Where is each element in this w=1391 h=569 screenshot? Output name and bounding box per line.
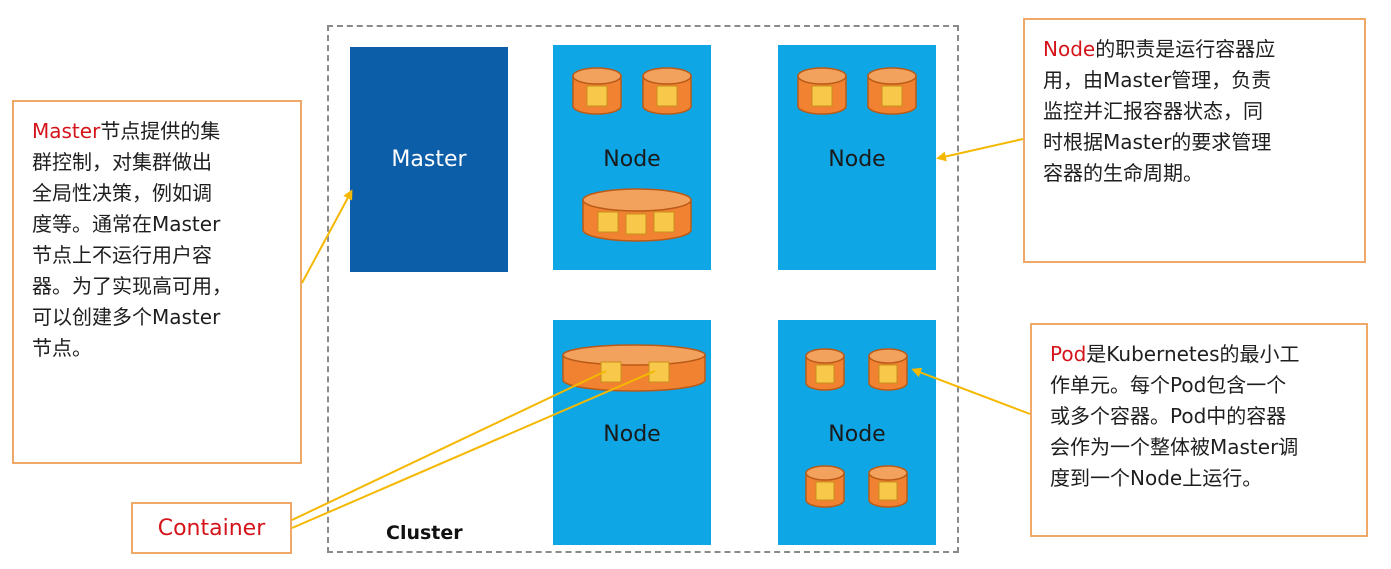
container-icon xyxy=(815,481,835,501)
pod-callout-text: 是Kubernetes的最小工 作单元。每个Pod包含一个 或多个容器。Pod中… xyxy=(1050,342,1300,490)
pod-icon xyxy=(805,465,845,508)
pod-icon xyxy=(805,348,845,391)
master-callout-highlight: Master xyxy=(32,119,101,143)
pod-icon xyxy=(582,188,692,242)
container-icon xyxy=(881,85,903,107)
pod-icon xyxy=(868,465,908,508)
node-callout-highlight: Node xyxy=(1043,37,1096,61)
pod-icon xyxy=(868,348,908,391)
container-callout: Container xyxy=(131,502,292,554)
container-icon xyxy=(811,85,833,107)
container-icon xyxy=(653,211,675,233)
pod-icon xyxy=(797,67,847,115)
node-bottom-right: Node xyxy=(778,320,936,545)
node-callout-text: 的职责是运行容器应 用，由Master管理，负责 监控并汇报容器状态，同 时根据… xyxy=(1043,37,1276,185)
container-icon xyxy=(648,361,670,383)
node-label: Node xyxy=(828,147,886,172)
pod-callout-highlight: Pod xyxy=(1050,342,1087,366)
node-label: Node xyxy=(603,422,661,447)
container-icon xyxy=(878,481,898,501)
node-label: Node xyxy=(603,147,661,172)
pod-icon xyxy=(572,67,622,115)
cluster-label: Cluster xyxy=(386,522,463,544)
pod-callout: Pod是Kubernetes的最小工 作单元。每个Pod包含一个 或多个容器。P… xyxy=(1030,323,1368,537)
node-callout: Node的职责是运行容器应 用，由Master管理，负责 监控并汇报容器状态，同… xyxy=(1023,18,1366,263)
container-icon xyxy=(586,85,608,107)
container-icon xyxy=(600,361,622,383)
cluster-boundary xyxy=(327,25,959,553)
node-label: Node xyxy=(828,422,886,447)
container-icon xyxy=(815,364,835,384)
pod-icon xyxy=(562,344,706,392)
container-icon xyxy=(597,211,619,233)
container-icon xyxy=(625,213,647,235)
master-node: Master xyxy=(350,47,508,272)
master-callout-text: 节点提供的集 群控制，对集群做出 全局性决策，例如调 度等。通常在Master … xyxy=(32,119,232,360)
container-icon xyxy=(656,85,678,107)
pod-icon xyxy=(642,67,692,115)
container-callout-label: Container xyxy=(157,515,266,541)
container-icon xyxy=(878,364,898,384)
master-callout: Master节点提供的集 群控制，对集群做出 全局性决策，例如调 度等。通常在M… xyxy=(12,100,302,464)
master-label: Master xyxy=(391,147,467,172)
pod-icon xyxy=(867,67,917,115)
